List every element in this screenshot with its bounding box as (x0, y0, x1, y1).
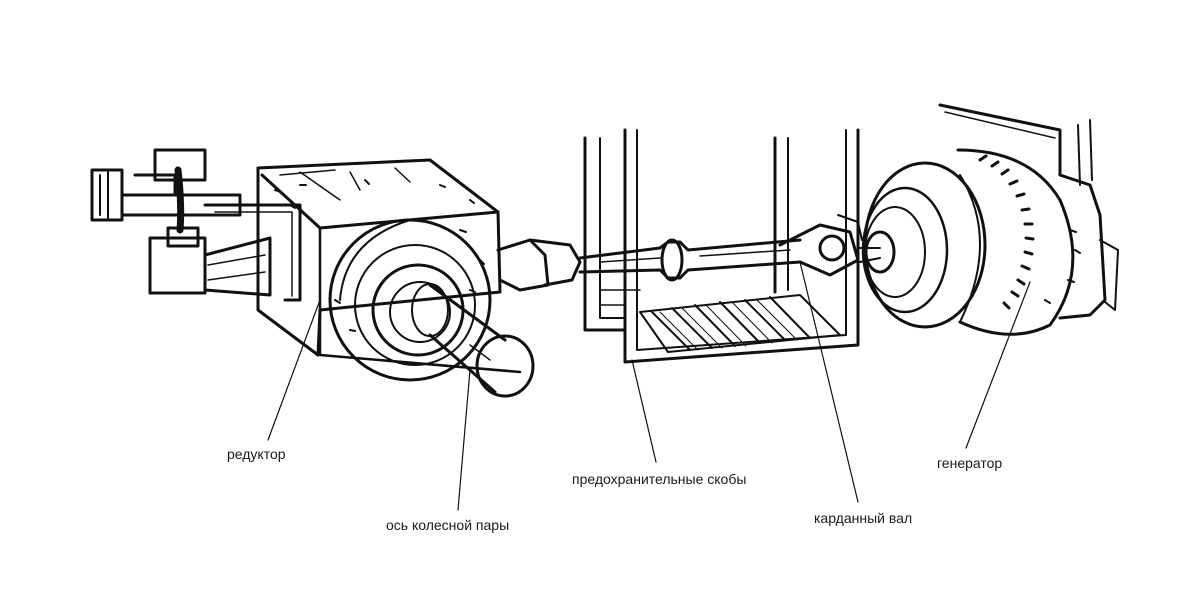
leader-cardan (799, 261, 859, 503)
leader-lines (267, 261, 1031, 511)
label-safety-brackets: предохранительные скобы (572, 471, 747, 487)
leader-brackets (631, 359, 657, 463)
leader-axle (457, 369, 471, 511)
label-wheelset-axle: ось колесной пары (386, 517, 510, 533)
label-generator: генератор (937, 455, 1003, 471)
safety-brackets-assembly (583, 128, 860, 364)
cardan-shaft-assembly (496, 214, 863, 292)
leader-reductor (267, 299, 321, 441)
label-cardan-shaft: карданный вал (814, 510, 913, 526)
leader-generator (965, 281, 1031, 449)
label-reductor: редуктор (227, 446, 286, 462)
reductor-assembly (90, 148, 535, 398)
generator-assembly (857, 103, 1119, 336)
